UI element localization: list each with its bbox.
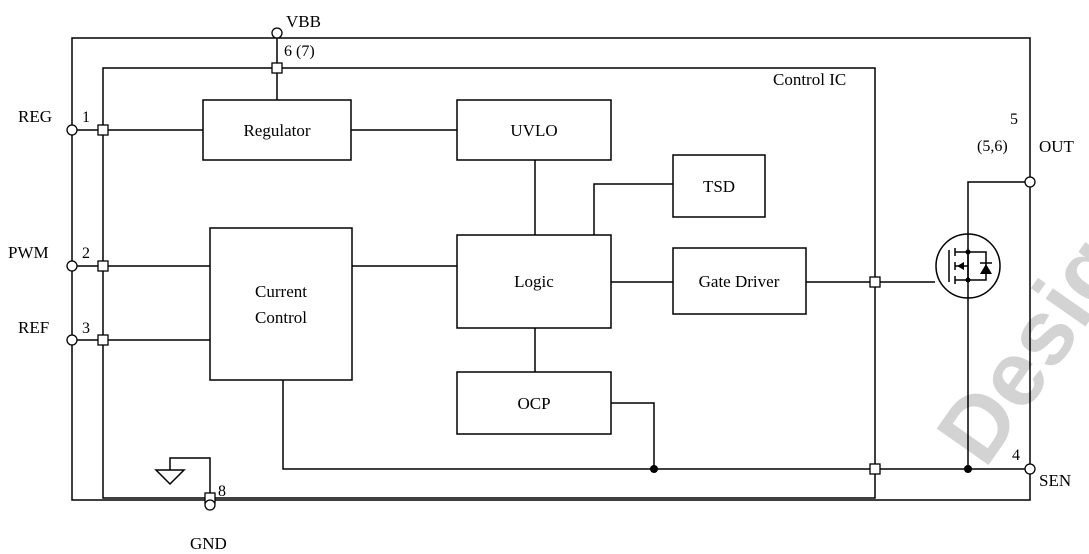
current-control-label-line1: Current <box>255 282 307 301</box>
pin-out-name: OUT <box>1039 137 1075 156</box>
pin-ref-number: 3 <box>82 320 90 337</box>
pin-reg-name: REG <box>18 107 52 126</box>
pin-gnd-number: 8 <box>218 483 226 500</box>
wires <box>72 38 1030 500</box>
control-ic-label: Control IC <box>773 70 846 89</box>
pin-out-alt-number: (5,6) <box>977 138 1008 155</box>
uvlo-label: UVLO <box>510 121 557 140</box>
mosfet-symbol <box>935 233 1001 299</box>
uvlo-block: UVLO <box>456 99 612 161</box>
ocp-label: OCP <box>517 394 550 413</box>
tsd-label: TSD <box>703 177 735 196</box>
gate-driver-block: Gate Driver <box>672 247 807 315</box>
pin-out-number: 5 <box>1010 111 1018 128</box>
regulator-block: Regulator <box>202 99 352 161</box>
junction-dot <box>964 465 972 473</box>
pin-pwm-name: PWM <box>8 243 49 262</box>
pin-vbb-number: 6 (7) <box>284 43 315 60</box>
ocp-block: OCP <box>456 371 612 435</box>
pin-pwm-number: 2 <box>82 245 90 262</box>
pin-sen-number: 4 <box>1012 447 1020 464</box>
junction-dot <box>650 465 658 473</box>
current-control-label-line2: Control <box>255 308 307 327</box>
regulator-label: Regulator <box>243 121 310 140</box>
tsd-block: TSD <box>672 154 766 218</box>
gate-driver-label: Gate Driver <box>699 272 780 291</box>
pin-reg-number: 1 <box>82 109 90 126</box>
logic-block: Logic <box>456 234 612 329</box>
pin-ref-name: REF <box>18 318 49 337</box>
pin-sen-name: SEN <box>1039 471 1071 490</box>
pin-terminals <box>66 27 1036 511</box>
pin-vbb-name: VBB <box>286 12 321 31</box>
current-control-block: Current Control <box>209 227 353 381</box>
logic-label: Logic <box>514 272 554 291</box>
pin-gnd-name: GND <box>190 534 227 553</box>
